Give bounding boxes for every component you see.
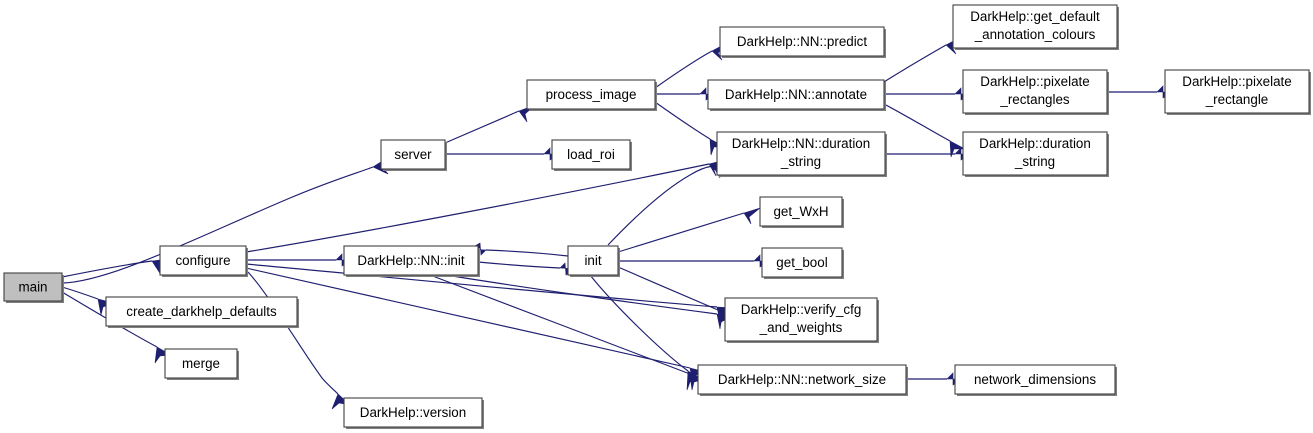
edge-pixelate_rectangles-to-pixelate_rectangle (1107, 85, 1175, 99)
node-configure[interactable]: configure (159, 245, 248, 277)
node-label: DarkHelp::NN::annotate (725, 87, 867, 102)
node-rect[interactable] (759, 196, 843, 227)
node-rect[interactable] (962, 131, 1108, 176)
node-rect[interactable] (962, 69, 1108, 114)
node-rect[interactable] (159, 245, 247, 276)
node-rect[interactable] (952, 4, 1118, 49)
node-label: server (394, 147, 432, 162)
node-get_default_colours[interactable]: DarkHelp::get_default_annotation_colours (952, 4, 1119, 50)
edge-arrowhead (743, 207, 761, 225)
node-process_image[interactable]: process_image (526, 79, 657, 111)
node-label-line2: _and_weights (759, 320, 843, 335)
node-label-line1: DarkHelp::pixelate (980, 74, 1089, 89)
node-label: network_dimensions (974, 372, 1096, 387)
node-label-line2: _string (780, 154, 821, 169)
node-get_bool[interactable]: get_bool (761, 247, 844, 279)
node-load_roi[interactable]: load_roi (551, 139, 632, 171)
node-label: DarkHelp::NN::predict (737, 34, 868, 49)
node-label: DarkHelp::NN::init (357, 253, 464, 268)
edge-configure-to-nn_init (246, 253, 354, 267)
edge-nn_annotate-to-pixelate_rectangles (884, 87, 973, 101)
node-label-line1: DarkHelp::duration (979, 136, 1091, 151)
edge-init-to-nn_duration_string (607, 161, 730, 246)
node-nn_duration_string[interactable]: DarkHelp::NN::duration_string (716, 131, 887, 177)
node-rect[interactable] (343, 245, 479, 276)
node-label: load_roi (567, 147, 615, 162)
node-create_defaults[interactable]: create_darkhelp_defaults (105, 296, 299, 328)
node-label: DarkHelp::NN::network_size (718, 372, 886, 387)
node-rect[interactable] (164, 348, 238, 379)
node-rect[interactable] (526, 79, 656, 110)
edge-process_image-to-nn_annotate (655, 87, 718, 101)
node-get_wxh[interactable]: get_WxH (759, 196, 844, 228)
node-rect[interactable] (567, 245, 619, 276)
node-rect[interactable] (716, 131, 886, 176)
node-label-line2: _rectangle (1205, 92, 1269, 107)
edge-init-to-nn_init (469, 242, 569, 257)
node-rect[interactable] (724, 297, 878, 342)
edge-nn_annotate-to-get_default_colours (883, 36, 962, 83)
edge-server-to-process_image (444, 104, 536, 144)
node-main[interactable]: main (3, 272, 64, 303)
node-network_dimensions[interactable]: network_dimensions (954, 364, 1117, 396)
edge-arrowhead (949, 140, 966, 158)
edge-main-to-configure (61, 258, 169, 278)
node-rect[interactable] (3, 272, 63, 302)
node-label: configure (175, 253, 230, 268)
edge-configure-to-verify_cfg (245, 263, 735, 322)
node-nn_predict[interactable]: DarkHelp::NN::predict (719, 26, 886, 58)
node-label-line2: _annotation_colours (974, 27, 1096, 42)
node-label-line1: DarkHelp::verify_cfg (741, 302, 862, 317)
node-label: create_darkhelp_defaults (126, 304, 277, 319)
node-label: init (584, 253, 601, 268)
edge-nn_init-to-verify_cfg (445, 274, 735, 330)
node-label-line1: DarkHelp::NN::duration (732, 136, 870, 151)
edge-init-to-verify_cfg (617, 266, 735, 328)
node-duration_string[interactable]: DarkHelp::duration_string (962, 131, 1109, 177)
node-label: process_image (546, 87, 637, 102)
edge-init-to-get_bool (618, 254, 772, 268)
node-label: get_bool (776, 255, 827, 270)
node-rect[interactable] (105, 296, 298, 327)
edge-configure-to-dh_version (247, 271, 351, 410)
edge-nn_annotate-to-nn_duration_string (883, 103, 966, 158)
node-nn_annotate[interactable]: DarkHelp::NN::annotate (707, 79, 886, 111)
edge-nn_init-to-nn_network_size (429, 274, 708, 391)
node-nn_init[interactable]: DarkHelp::NN::init (343, 245, 480, 277)
node-server[interactable]: server (380, 139, 447, 171)
node-label-line2: _rectangles (999, 92, 1070, 107)
node-rect[interactable] (707, 79, 885, 110)
node-label: merge (182, 356, 220, 371)
edge-nn_init-to-init (477, 261, 577, 276)
node-rect[interactable] (697, 364, 907, 395)
node-rect[interactable] (551, 139, 631, 170)
node-label: get_WxH (773, 204, 828, 219)
node-label-line1: DarkHelp::get_default (970, 9, 1100, 24)
node-merge[interactable]: merge (164, 348, 239, 380)
edge-configure-to-nn_duration_string (245, 159, 726, 253)
node-verify_cfg[interactable]: DarkHelp::verify_cfg_and_weights (724, 297, 879, 343)
node-dh_version[interactable]: DarkHelp::version (343, 397, 484, 429)
edge-server-to-load_roi (445, 147, 562, 161)
node-label-line2: _string (1014, 154, 1055, 169)
node-label: DarkHelp::version (360, 405, 466, 420)
node-pixelate_rectangles[interactable]: DarkHelp::pixelate_rectangles (962, 69, 1109, 115)
node-init[interactable]: init (567, 245, 620, 277)
node-rect[interactable] (761, 247, 843, 278)
edge-nn_duration_string-to-duration_string (885, 147, 973, 161)
node-rect[interactable] (954, 364, 1116, 395)
node-label: main (18, 280, 47, 295)
node-nn_network_size[interactable]: DarkHelp::NN::network_size (697, 364, 908, 396)
node-rect[interactable] (380, 139, 446, 170)
node-rect[interactable] (1164, 69, 1310, 114)
node-label-line1: DarkHelp::pixelate (1182, 74, 1291, 89)
node-rect[interactable] (343, 397, 483, 428)
node-pixelate_rectangle[interactable]: DarkHelp::pixelate_rectangle (1164, 69, 1311, 115)
node-rect[interactable] (719, 26, 885, 57)
edge-init-to-get_wxh (617, 207, 761, 253)
